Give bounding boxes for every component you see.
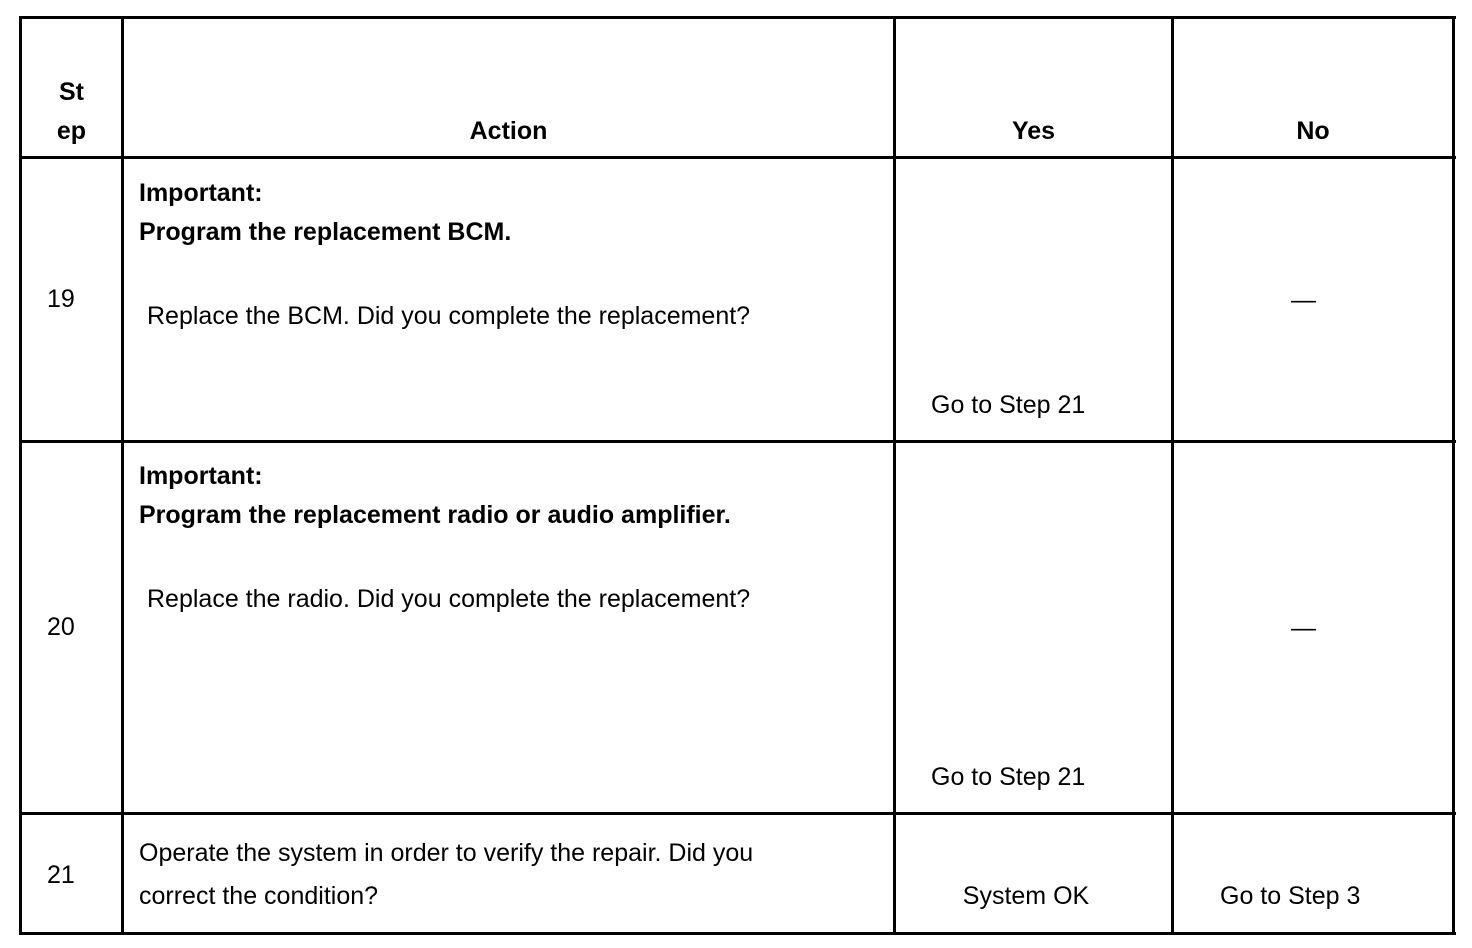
action-text: Replace the radio. Did you complete the …	[147, 585, 751, 613]
no-result: —	[1291, 286, 1316, 314]
yes-result: Go to Step 21	[931, 763, 1086, 791]
action-yes-divider	[893, 16, 896, 935]
table-bottom-border	[19, 932, 1456, 935]
table-left-border	[19, 16, 22, 935]
header-step-line1: St	[59, 78, 84, 106]
step-number: 20	[47, 613, 75, 641]
yes-result: System OK	[962, 882, 1090, 910]
important-label: Important:	[139, 179, 263, 207]
no-result: Go to Step 3	[1220, 882, 1361, 910]
step-number: 19	[47, 285, 75, 313]
yes-result: Go to Step 21	[931, 391, 1086, 419]
table-right-border	[1452, 16, 1455, 935]
action-text-line2: correct the condition?	[139, 882, 379, 910]
header-yes: Yes	[1011, 117, 1056, 145]
step-number: 21	[47, 861, 75, 889]
header-action: Action	[469, 117, 548, 145]
important-text: Program the replacement radio or audio a…	[139, 501, 731, 529]
header-no: No	[1296, 117, 1330, 145]
table-top-border	[19, 16, 1456, 19]
action-text: Replace the BCM. Did you complete the re…	[147, 302, 751, 330]
row-20-bottom-border	[19, 812, 1456, 815]
no-result: —	[1291, 614, 1316, 642]
important-label: Important:	[139, 462, 263, 490]
row-19-bottom-border	[19, 440, 1456, 443]
action-text-line1: Operate the system in order to verify th…	[139, 839, 754, 867]
header-step-line2: ep	[56, 117, 87, 145]
important-text: Program the replacement BCM.	[139, 218, 512, 246]
header-bottom-border	[19, 156, 1456, 159]
yes-no-divider	[1171, 16, 1174, 935]
step-action-divider	[121, 16, 124, 935]
